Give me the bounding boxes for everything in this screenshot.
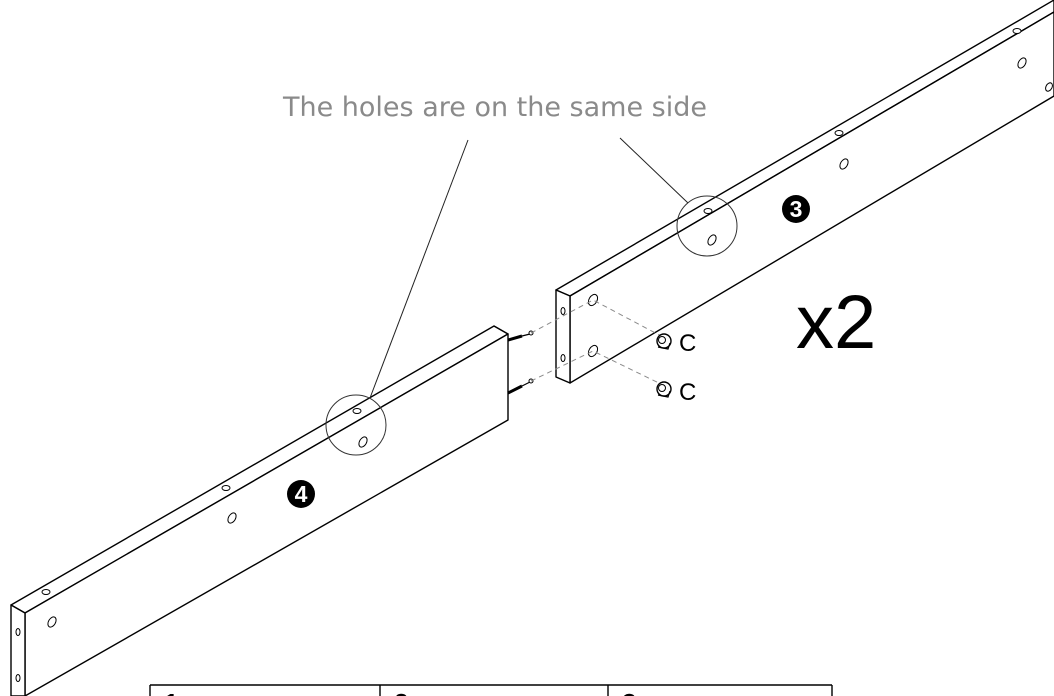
step-cell-1: 1 xyxy=(164,688,178,696)
cam-bolts xyxy=(507,330,534,395)
lower-board xyxy=(10,325,509,696)
cam-lock-2 xyxy=(656,381,672,398)
hardware-label-c-2: C xyxy=(679,379,696,406)
part-marker-4: 4 xyxy=(287,480,315,508)
quantity-label: x2 xyxy=(796,280,876,365)
cam-lock-1 xyxy=(656,333,672,350)
hardware-label-c-1: C xyxy=(679,330,696,357)
assembly-guides xyxy=(530,299,664,386)
part-marker-3: 3 xyxy=(782,195,810,223)
upper-board xyxy=(555,0,1054,384)
step-cell-2: 2 xyxy=(394,688,408,696)
callout-text: The holes are on the same side xyxy=(282,92,707,123)
svg-text:3: 3 xyxy=(790,196,803,222)
step-table: 1 2 3 xyxy=(149,684,833,696)
svg-text:4: 4 xyxy=(295,481,308,507)
step-cell-3: 3 xyxy=(622,688,636,696)
callout-leaders xyxy=(325,137,738,456)
